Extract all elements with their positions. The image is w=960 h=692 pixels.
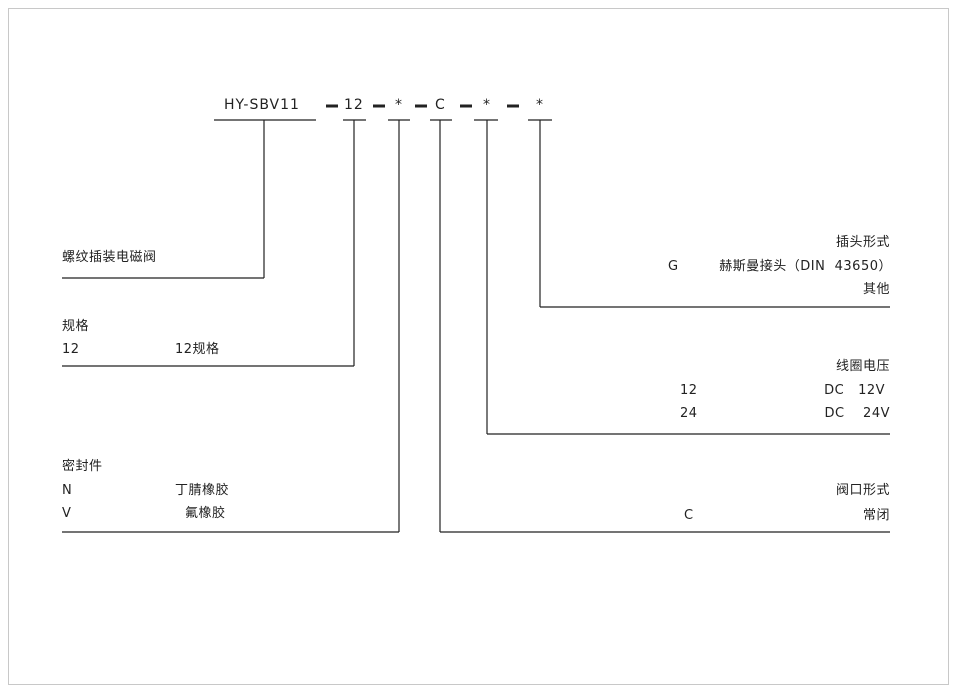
seal-desc: 丁腈橡胶 <box>175 483 230 498</box>
coil-title: 线圈电压 <box>835 359 890 374</box>
connector-title: 插头形式 <box>835 235 890 250</box>
coil-desc: DC 24V <box>824 406 890 421</box>
code-valve-port: C <box>435 97 446 113</box>
connector-desc: 赫斯曼接头（DIN 43650） <box>719 259 892 274</box>
spec-title: 规格 <box>62 319 90 334</box>
spec-desc: 12规格 <box>175 342 220 357</box>
connector-code: G <box>668 259 679 274</box>
connector-desc: 其他 <box>862 282 890 297</box>
seal-desc: 氟橡胶 <box>185 506 226 521</box>
product-label: 螺纹插装电磁阀 <box>62 250 157 265</box>
coil-code: 12 <box>680 383 698 398</box>
code-base: HY-SBV11 <box>224 97 300 113</box>
coil-code: 24 <box>680 406 698 421</box>
seal-code: N <box>62 483 73 498</box>
code-size: 12 <box>344 97 364 113</box>
code-connector: * <box>536 97 544 113</box>
diagram-frame <box>8 8 949 685</box>
coil-desc: DC 12V <box>824 383 885 398</box>
port-title: 阀口形式 <box>835 483 890 498</box>
seal-code: V <box>62 506 72 521</box>
code-seal: * <box>395 97 403 113</box>
port-code: C <box>684 508 694 523</box>
code-coil: * <box>483 97 491 113</box>
port-desc: 常闭 <box>862 508 890 523</box>
spec-code: 12 <box>62 342 80 357</box>
seal-title: 密封件 <box>62 459 103 474</box>
